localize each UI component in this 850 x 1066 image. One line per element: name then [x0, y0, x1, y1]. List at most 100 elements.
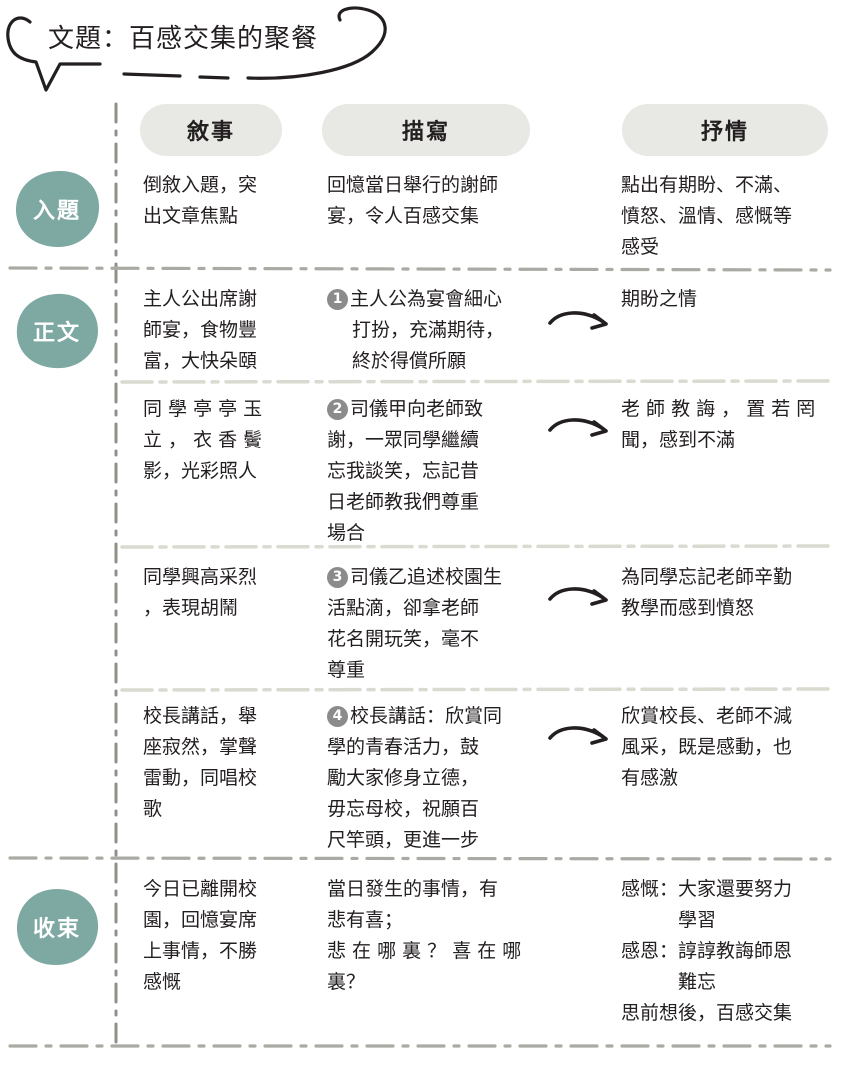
text-line: 感慨	[143, 971, 182, 993]
intro-description: 回憶當日舉行的謝師 宴，令人百感交集	[327, 170, 498, 232]
text-line: 活點滴，卻拿老師	[327, 597, 480, 619]
text-line: 出文章焦點	[143, 205, 239, 227]
text-line: 師宴，食物豐	[143, 319, 258, 341]
blob-shape	[15, 170, 100, 248]
body-1-narrative: 主人公出席謝 師宴，食物豐 富，大快朵頤	[143, 284, 257, 377]
divider-body-1	[120, 379, 832, 384]
text-line: 同 學 亭 亭 玉	[143, 398, 263, 420]
column-header-narrative: 敘事	[140, 104, 282, 156]
conclusion-narrative: 今日已離開校 園，回憶宴席 上事情，不勝 感慨	[143, 874, 257, 998]
text-line: 期盼之情	[621, 288, 698, 310]
text-segment: 司儀乙追述校園生	[350, 566, 503, 588]
divider-intro-body	[8, 266, 832, 272]
text-line: 感受	[621, 236, 660, 258]
text-line: 悲 在 哪 裏 ？ 喜 在 哪	[327, 940, 522, 962]
text-line: 欣賞校長、老師不減	[621, 705, 793, 727]
text-line: 老 師 教 誨 ， 置 若 罔	[621, 398, 816, 420]
body-2-narrative: 同 學 亭 亭 玉 立 ， 衣 香 鬢 影，光彩照人	[143, 394, 262, 487]
text-line: 立 ， 衣 香 鬢	[143, 429, 263, 451]
text-line: 主人公出席謝	[143, 288, 258, 310]
text-line: 歌	[143, 798, 163, 820]
column-header-narrative-label: 敘事	[186, 119, 235, 145]
conclusion-description: 當日發生的事情，有 悲有喜； 悲 在 哪 裏 ？ 喜 在 哪 裏？	[327, 874, 521, 998]
step-number-badge: 3	[327, 567, 348, 588]
text-line: 終於得償所願	[352, 350, 467, 372]
text-line: 花名開玩笑，毫不	[327, 628, 480, 650]
text-line: 學的青春活力，鼓	[327, 736, 480, 758]
text-line: 校長講話，舉	[143, 705, 258, 727]
step-number-badge: 2	[327, 399, 348, 420]
text-line: ，表現胡鬧	[143, 597, 239, 619]
text-line: 打扮，充滿期待，	[352, 319, 505, 341]
text-line: 毋忘母校，祝願百	[327, 798, 480, 820]
text-line: 日老師教我們尊重	[327, 491, 480, 513]
row-label-intro: 入題	[12, 168, 102, 250]
body-4-narrative: 校長講話，舉 座寂然，掌聲 雷動，同唱校 歌	[143, 701, 257, 825]
text-line: 為同學忘記老師辛勤	[621, 566, 793, 588]
column-header-description-label: 描寫	[401, 119, 450, 145]
row-label-conclusion-text: 收束	[32, 916, 81, 942]
blob-shape	[16, 293, 99, 369]
step-number-badge: 4	[327, 706, 348, 727]
text-line: 感慨：大家還要努力	[621, 878, 793, 900]
conclusion-lyric: 感慨：大家還要努力 學習 感恩：諄諄教誨師恩 難忘 思前想後，百感交集	[621, 874, 792, 1029]
body-1-lyric: 期盼之情	[621, 284, 697, 315]
body-3-lyric: 為同學忘記老師辛勤 教學而感到憤怒	[621, 562, 792, 624]
text-line: 尊重	[327, 659, 366, 681]
text-segment: 司儀甲向老師致	[350, 398, 484, 420]
text-line: 難忘	[621, 971, 717, 993]
essay-title: 文題：百感交集的聚餐	[48, 24, 319, 54]
text-line: 悲有喜；	[327, 909, 404, 931]
title-speech-bubble	[6, 6, 387, 92]
text-line: 園，回憶宴席	[143, 909, 258, 931]
text-line: 倒敘入題，突	[143, 174, 258, 196]
text-line: 場合	[327, 522, 366, 544]
text-line: 今日已離開校	[143, 878, 258, 900]
text-line: 教學而感到憤怒	[621, 597, 755, 619]
intro-narrative: 倒敘入題，突 出文章焦點	[143, 170, 257, 232]
arrow-right-icon	[548, 311, 608, 330]
text-line: 聞，感到不滿	[621, 429, 736, 451]
text-line: 學習	[621, 909, 717, 931]
row-label-body: 正文	[12, 290, 102, 372]
text-line: 同學興高采烈	[143, 566, 258, 588]
column-header-lyric-label: 抒情	[700, 119, 749, 145]
text-line: 當日發生的事情，有	[327, 878, 499, 900]
step-number-badge: 1	[327, 289, 348, 310]
text-line: 宴，令人百感交集	[327, 205, 480, 227]
text-segment: 主人公為宴會細心	[350, 288, 503, 310]
text-line: 憤怒、溫情、感慨等	[621, 205, 793, 227]
text-segment: 校長講話：欣賞同	[350, 705, 503, 727]
text-line: 上事情，不勝	[143, 940, 258, 962]
arrow-right-icon	[548, 587, 608, 606]
row-label-conclusion: 收束	[12, 886, 102, 968]
body-3-narrative: 同學興高采烈 ，表現胡鬧	[143, 562, 257, 624]
arrow-right-icon	[548, 418, 608, 437]
intro-lyric: 點出有期盼、不滿、 憤怒、溫情、感慨等 感受	[621, 170, 792, 263]
text-line: 回憶當日舉行的謝師	[327, 174, 499, 196]
arrow-right-icon	[548, 726, 608, 745]
column-header-description: 描寫	[322, 104, 530, 156]
text-line: 忘我談笑，忘記昔	[327, 460, 480, 482]
divider-body-2	[120, 544, 832, 549]
text-line: 有感激	[621, 767, 679, 789]
text-line: 座寂然，掌聲	[143, 736, 258, 758]
row-label-intro-text: 入題	[32, 198, 81, 224]
text-line: 雷動，同唱校	[143, 767, 258, 789]
text-line: 風采，既是感動，也	[621, 736, 793, 758]
body-4-lyric: 欣賞校長、老師不減 風采，既是感動，也 有感激	[621, 701, 792, 794]
text-line: 勵大家修身立德，	[327, 767, 480, 789]
text-line: 富，大快朵頤	[143, 350, 258, 372]
divider-body-conclusion	[8, 856, 832, 861]
text-line: 感恩：諄諄教誨師恩	[621, 940, 793, 962]
text-line: 裏？	[327, 971, 366, 993]
blob-shape	[16, 889, 99, 965]
divider-body-3	[120, 687, 832, 692]
